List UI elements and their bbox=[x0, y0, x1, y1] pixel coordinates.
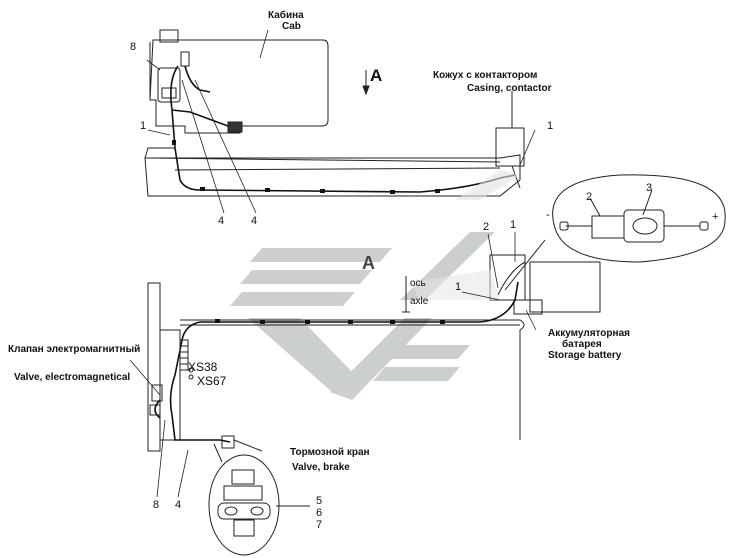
casing-label-en: Casing, contactor bbox=[467, 83, 552, 94]
callout-5: 5 bbox=[316, 495, 323, 507]
watermark-logo bbox=[230, 232, 495, 400]
axle-label-ru: ось bbox=[410, 278, 426, 289]
lower-harness bbox=[154, 281, 519, 443]
valve-em-label-en: Valve, electromagnetical bbox=[14, 372, 131, 383]
electromagnetic-valve bbox=[149, 384, 163, 416]
connector-block bbox=[179, 339, 194, 380]
valve-em-label-ru: Клапан электромагнитный bbox=[8, 344, 141, 355]
connector-xs38: XS38 bbox=[188, 360, 218, 374]
cab-outline bbox=[149, 29, 329, 134]
callout-7: 7 bbox=[316, 519, 323, 531]
callout-4a-top: 4 bbox=[218, 215, 225, 227]
lower-frame bbox=[147, 261, 601, 452]
brake-valve bbox=[213, 435, 263, 463]
callout-8-bottom: 8 bbox=[153, 499, 160, 511]
cab-label-en: Cab bbox=[282, 21, 301, 32]
view-arrow-label: A bbox=[370, 66, 383, 85]
top-beam bbox=[455, 170, 520, 200]
top-harness bbox=[170, 65, 516, 193]
callout-4-bottom: 4 bbox=[175, 499, 182, 511]
terminal-detail bbox=[504, 174, 726, 291]
lower-beam bbox=[410, 270, 500, 300]
callout-4b-top: 4 bbox=[251, 215, 258, 227]
battery-label-en: Storage battery bbox=[548, 350, 622, 361]
callout-6: 6 bbox=[316, 507, 323, 519]
view-arrow bbox=[362, 70, 370, 96]
axle-marker bbox=[402, 276, 410, 313]
callout-2-detail: 2 bbox=[586, 191, 593, 203]
minus-sign: - bbox=[546, 209, 550, 221]
callout-2-lower: 2 bbox=[483, 221, 490, 233]
view-a-label: A bbox=[362, 253, 375, 273]
callout-1-lower-b: 1 bbox=[455, 281, 462, 293]
callout-8-top: 8 bbox=[130, 41, 137, 53]
callout-1-top: 1 bbox=[140, 120, 147, 132]
cab-label-ru: Кабина bbox=[268, 10, 304, 21]
brake-valve-detail bbox=[208, 454, 310, 556]
brake-valve-label-en: Valve, brake bbox=[292, 462, 350, 473]
lower-harness-ties bbox=[215, 319, 445, 324]
battery-label-ru-1: Аккумуляторная bbox=[548, 328, 630, 339]
callout-3-detail: 3 bbox=[646, 182, 653, 194]
top-harness-ties bbox=[172, 140, 440, 194]
connector-xs67: XS67 bbox=[197, 374, 227, 388]
lower-leaders bbox=[129, 232, 537, 498]
callout-1-lower-a: 1 bbox=[510, 219, 517, 231]
casing-label-ru: Кожух с контактором bbox=[433, 70, 538, 81]
axle-label-en: axle bbox=[410, 296, 429, 307]
plus-sign: + bbox=[712, 211, 719, 223]
battery-label-ru-2: батарея bbox=[562, 339, 602, 350]
callout-1-casing: 1 bbox=[547, 120, 554, 132]
brake-valve-label-ru: Тормозной кран bbox=[290, 447, 370, 458]
leader-lines bbox=[146, 29, 536, 214]
